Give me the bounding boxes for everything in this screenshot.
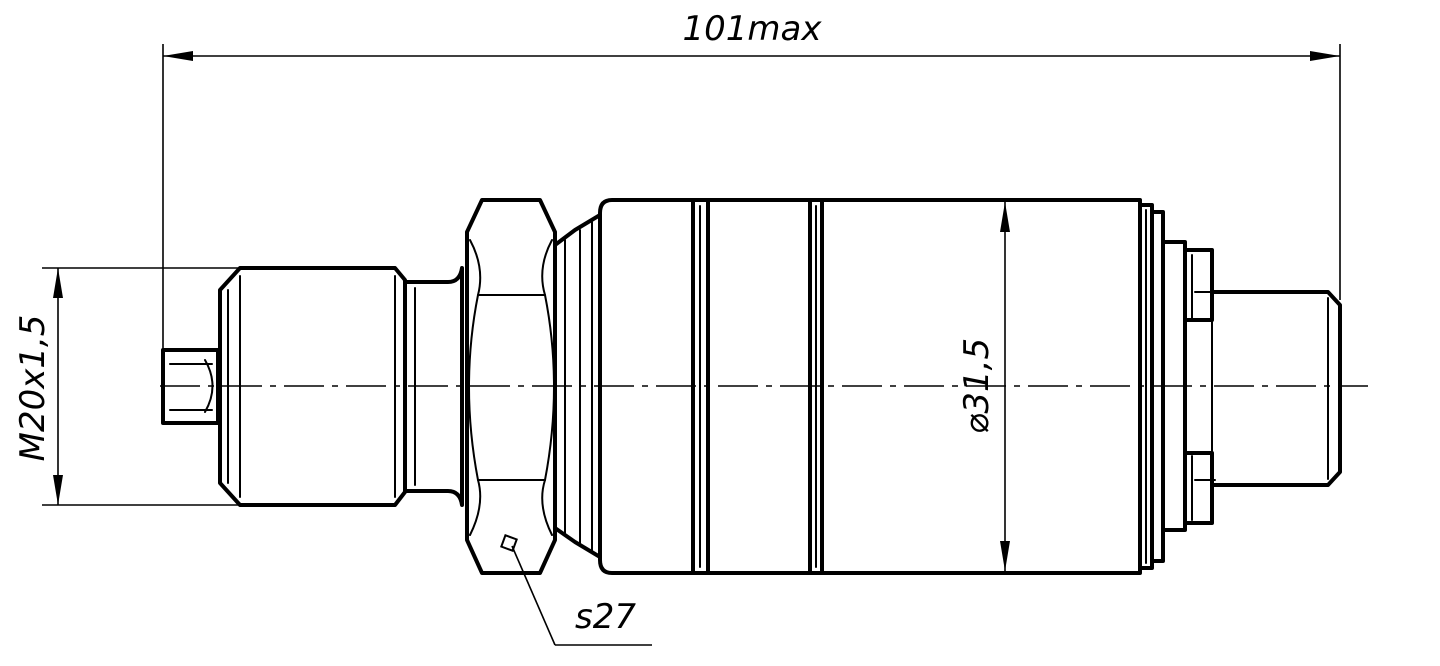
housing (598, 198, 1142, 575)
hex-nut (465, 198, 557, 575)
connector-base (1161, 240, 1216, 532)
overall-length-dimension: 101max (162, 9, 1341, 352)
diameter-label: ⌀31,5 (957, 338, 997, 434)
hex-size-callout: s27 (511, 545, 652, 646)
overall-length-label: 101max (683, 9, 823, 49)
thread-label: M20x1,5 (13, 315, 53, 462)
hex-size-label: s27 (575, 597, 636, 637)
end-rings (1138, 203, 1165, 570)
diameter-dimension: ⌀31,5 (957, 202, 1010, 571)
hex-marker-square (500, 534, 518, 552)
connector-shaft (1210, 290, 1342, 487)
neck (403, 266, 464, 507)
threaded-fitting (218, 266, 407, 507)
thread-dimension: M20x1,5 (13, 267, 240, 506)
